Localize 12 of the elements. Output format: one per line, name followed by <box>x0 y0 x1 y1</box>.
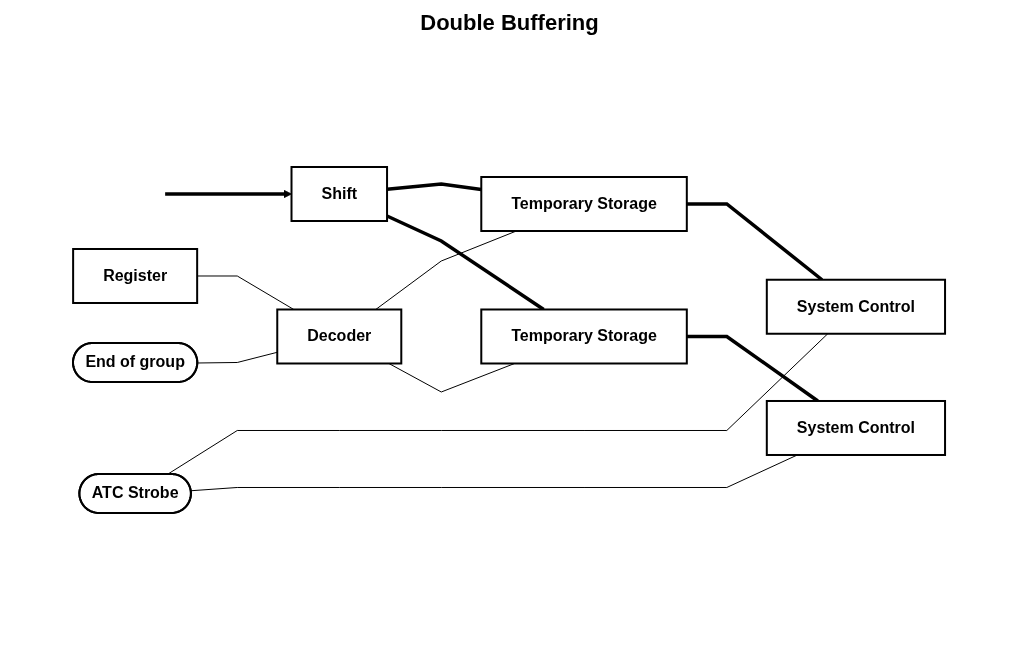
connector <box>197 275 295 310</box>
connector <box>191 454 799 492</box>
node-box: Temporary Storage <box>480 176 689 232</box>
node-box: System Control <box>766 278 947 335</box>
diagram-title: Double Buffering <box>419 10 600 36</box>
connector <box>387 182 482 192</box>
node-box: Register <box>72 248 199 304</box>
node-box: System Control <box>766 400 947 456</box>
node-box: Decoder <box>276 308 403 365</box>
connector <box>167 333 829 475</box>
node-box: Shift <box>291 166 389 222</box>
node-box: Temporary Storage <box>480 308 689 365</box>
